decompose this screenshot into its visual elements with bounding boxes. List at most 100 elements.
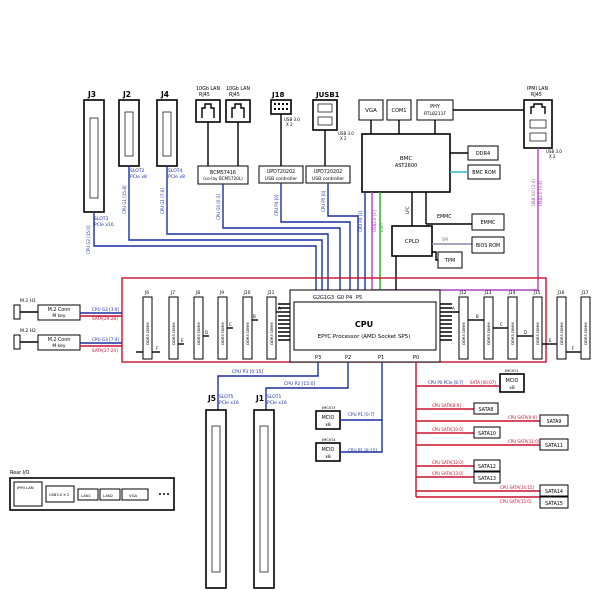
dimms-left: J6 DDR5 DIMM J7 DDR5 DIMM J8 DDR5 DIMM J…	[142, 290, 277, 360]
jusb1-port2-icon	[317, 116, 333, 126]
sata15-box	[539, 496, 569, 509]
ipmi-title1: IPMI LAN	[527, 86, 548, 92]
svg-text:DDR5 DIMM: DDR5 DIMM	[461, 322, 466, 345]
dimm-j12: J12 DDR5 DIMM	[458, 290, 469, 360]
sata13-bus: CPU SATA[13:0]	[432, 471, 464, 476]
svg-text:A: A	[452, 306, 455, 311]
slot-j5-name: J5	[207, 394, 216, 403]
sata14-bus: CPU SATA[14:15]	[500, 485, 534, 490]
cpu-port-p3: P3	[315, 355, 321, 361]
usb-controller-b: UPD720202 USB controller	[305, 165, 351, 184]
cpu-port-p1: P1	[378, 355, 384, 361]
svg-text:DDR5 DIMM: DDR5 DIMM	[535, 322, 540, 345]
sata15-label: SATA15	[545, 501, 563, 507]
slot-j1-name: J1	[255, 394, 264, 403]
bmc-rom-label: BMC ROM	[472, 170, 496, 176]
sata11-box	[539, 438, 569, 451]
dimms-right: J12 DDR5 DIMM J13 DDR5 DIMM J14 DDR5 DIM…	[458, 290, 591, 360]
slot-j4: J4 SLOT4 PCIe x8	[156, 90, 185, 180]
ipmi-rj45-icon	[530, 103, 546, 114]
rear-io-usb-block	[45, 485, 75, 503]
svg-text:DDR5 DIMM: DDR5 DIMM	[510, 322, 515, 345]
sata15-bus: CPU SATA[15:0]	[500, 499, 532, 504]
slot-j2-width: PCIe x8	[130, 174, 147, 180]
slot-j1-bus: CPU P2 [15:0]	[284, 381, 315, 387]
svg-text:D: D	[524, 330, 527, 335]
cpu-port-p2: P2	[345, 355, 351, 361]
cpu-desc: EPYC Processor (AMD Socket SP5)	[318, 334, 411, 340]
lan-bus: CPU G0 [0:3]	[216, 194, 221, 220]
svg-text:DDR5 DIMM: DDR5 DIMM	[559, 322, 564, 345]
dimm-j11: J11 DDR5 DIMM	[266, 290, 277, 360]
slot-j4-bus: CPU G1 [7:0]	[160, 188, 165, 214]
phy-part: RTL8211F	[424, 111, 447, 117]
slot-j5-socket	[211, 425, 221, 573]
rear-io-lan1	[77, 488, 99, 501]
jusb1-note2: X 2	[340, 136, 347, 141]
mcio-1-bus: SATA [00:07]	[470, 380, 496, 385]
sata14-label: SATA14	[545, 489, 563, 495]
svg-text:J11: J11	[266, 290, 274, 296]
phy-box: PHY RTL8211F	[416, 99, 454, 121]
lan-controller-part: BCM57416	[210, 170, 236, 176]
dimm-j17: J17 DDR5 DIMM	[580, 290, 591, 360]
slot-j2-name: J2	[122, 90, 131, 99]
jusb1-name: JUSB1	[315, 91, 340, 99]
slot-j1: J1 SLOT1 PCIe x16	[253, 394, 287, 589]
slot-j3-width: PCIe x16	[94, 222, 114, 228]
sata9-bus: CPU SATA[9:0]	[508, 415, 537, 420]
lan1-title1: 10Gb LAN	[196, 86, 220, 92]
sata11-label: SATA11	[545, 443, 563, 449]
m2-h1-screw-icon	[13, 304, 21, 320]
bmc-name: BMC	[400, 156, 413, 162]
lan2-title2: RJ45	[229, 92, 240, 98]
emmc-box-label: EMMC	[481, 220, 496, 226]
tpm-box: TPM	[437, 251, 463, 269]
usb-header-j18: J18 USB 3.0 X 2	[270, 91, 300, 166]
rear-io-lan2	[99, 488, 121, 501]
slot-j3-name: J3	[87, 90, 96, 99]
usb-controller-b-desc: USB controller	[312, 176, 344, 182]
jusb1-note1: USB 3.0	[338, 131, 354, 136]
slot-j5: J5 SLOT5 PCIe x16	[205, 394, 239, 589]
svg-text:J13: J13	[483, 290, 491, 296]
svg-text:J8: J8	[195, 290, 200, 296]
m2-h1: M.2 H1 M.2 Conn M key CPU G3 [3:0] SATA[…	[13, 298, 119, 321]
usb-controller-a-bus: CPU P4 [0]	[274, 194, 279, 216]
svg-text:DDR5 DIMM: DDR5 DIMM	[220, 322, 225, 345]
slot-j3-socket	[89, 117, 99, 199]
dimm-j6: J6 DDR5 DIMM	[142, 290, 153, 360]
m2-h1-name: M.2 Conn	[48, 307, 71, 313]
slot-j4-slot: SLOT4	[168, 168, 182, 174]
m2-h1-key: M key	[52, 313, 66, 319]
slot-j4-width: PCIe x8	[168, 174, 185, 180]
cpu-port-p5: P5	[356, 295, 362, 301]
svg-text:J15: J15	[532, 290, 540, 296]
p0-bus: CPU P0 PCIe [8:7]	[428, 380, 464, 385]
channels-left: F E D C B A	[136, 303, 290, 353]
cpu-port-g0: G0	[337, 295, 344, 301]
vga-box: VGA	[358, 99, 384, 121]
sata10-label: SATA10	[478, 431, 496, 437]
sata13-label: SATA13	[478, 476, 496, 482]
dimm-j15: J15 DDR5 DIMM	[532, 290, 543, 360]
phy-name: PHY	[430, 104, 441, 110]
mcio-1: JMCIO1 MCIO x8 SATA [00:07]	[470, 368, 525, 393]
usb-controller-b-bus: CPU P5 [0]	[321, 190, 326, 212]
ipmi-title2: RJ45	[531, 92, 542, 98]
bmc-link-usb-ipmi: USB 3.0 [3:4]	[531, 179, 536, 206]
lan-ports: 10Gb LAN RJ45 10Gb LAN RJ45 BCM57416 (co…	[195, 86, 251, 185]
dimm-j14: J14 DDR5 DIMM	[507, 290, 518, 360]
rear-io-vga	[121, 488, 149, 501]
lan2-title1: 10Gb LAN	[226, 86, 250, 92]
svg-text:DDR5 DIMM: DDR5 DIMM	[196, 322, 201, 345]
svg-text:J17: J17	[580, 290, 588, 296]
j18-note2: X 2	[286, 122, 293, 127]
usb-jusb1: JUSB1 USB 3.0 X 2	[312, 91, 354, 166]
bmc-box: BMC AST2600	[361, 133, 451, 193]
m2-h1-sata-bus: SATA[29:28]	[92, 316, 118, 321]
slot-j2-bus: CPU G1 [15:8]	[122, 185, 127, 214]
svg-text:J10: J10	[242, 290, 250, 296]
rear-io-vga-label: VGA	[129, 493, 138, 498]
dimm-j8: J8 DDR5 DIMM	[193, 290, 204, 360]
